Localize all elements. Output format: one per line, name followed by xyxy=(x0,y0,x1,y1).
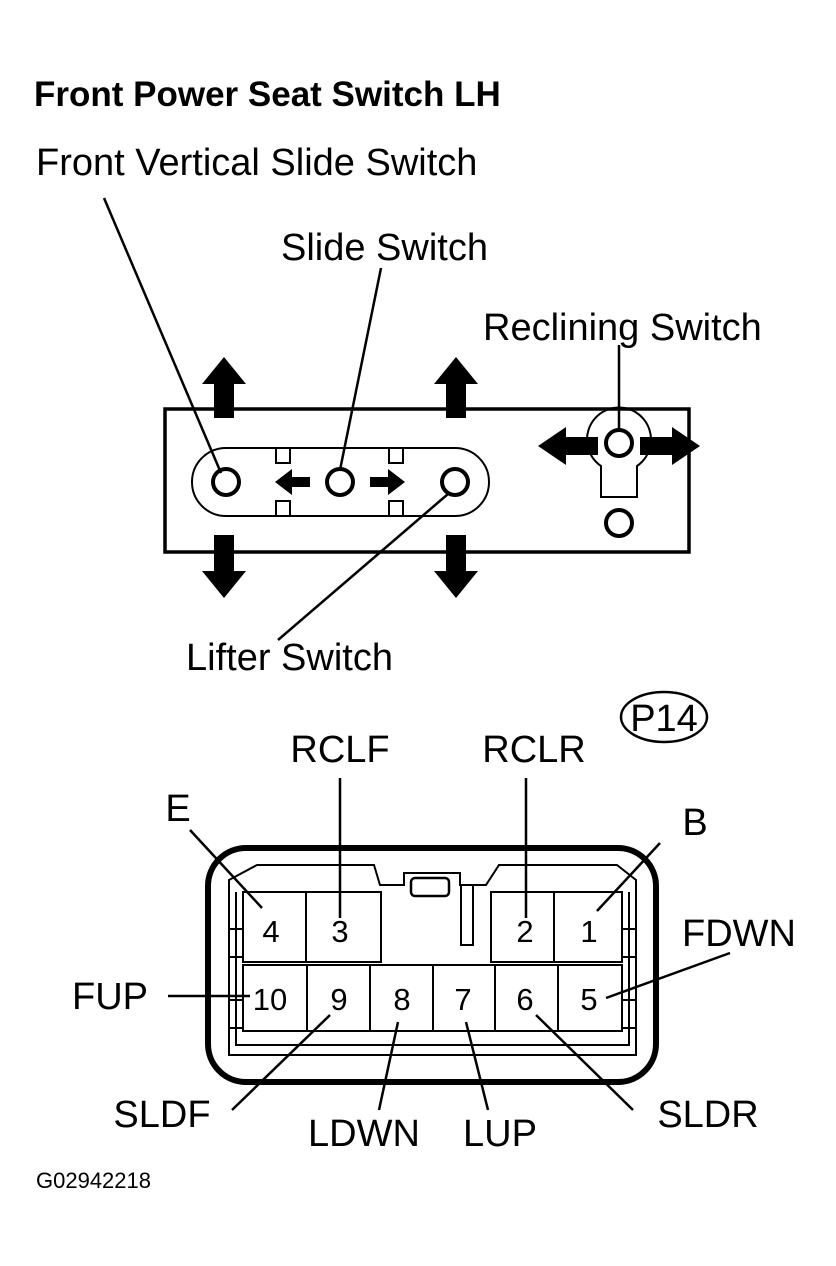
pin-number-5: 5 xyxy=(580,982,597,1017)
pin-number-8: 8 xyxy=(393,982,410,1017)
leader-line xyxy=(464,1021,490,1111)
switch-panel xyxy=(163,407,691,554)
up-arrow-icon xyxy=(434,357,478,418)
leader-line xyxy=(377,1021,400,1111)
leader-line xyxy=(535,1014,634,1111)
reclining-switch-label: Reclining Switch xyxy=(483,307,762,349)
leader-line xyxy=(605,951,731,1000)
lifter-switch-label: Lifter Switch xyxy=(186,637,393,679)
slide-switch-label: Slide Switch xyxy=(281,227,488,269)
figure-code: G02942218 xyxy=(36,1168,151,1193)
leader-line xyxy=(338,267,383,471)
pin-number-9: 9 xyxy=(330,982,347,1017)
lifter-knob xyxy=(440,467,470,497)
connector-id: P14 xyxy=(630,698,698,740)
pin-number-3: 3 xyxy=(331,914,348,949)
connector-id-badge xyxy=(619,690,709,744)
switch-knob-housing xyxy=(191,447,490,517)
pin-number-10: 10 xyxy=(253,982,287,1017)
connector-latch xyxy=(409,876,451,898)
leader-line xyxy=(277,493,449,641)
leader-line xyxy=(231,1014,331,1111)
signal-label-rclf: RCLF xyxy=(290,729,389,771)
signal-label-b: B xyxy=(682,802,707,844)
front-vertical-slide-knob xyxy=(211,467,241,497)
leader-line xyxy=(102,197,223,474)
up-arrow-icon xyxy=(202,357,246,418)
slide-knob xyxy=(325,467,355,497)
right-arrow-icon xyxy=(370,469,405,495)
down-arrow-icon xyxy=(202,535,246,598)
diagram-title: Front Power Seat Switch LH xyxy=(34,75,501,114)
signal-label-fup: FUP xyxy=(72,976,148,1018)
down-arrow-icon xyxy=(434,535,478,598)
signal-label-rclr: RCLR xyxy=(482,729,585,771)
leader-line xyxy=(596,842,661,912)
connector-key-slot xyxy=(460,884,474,946)
pin-number-1: 1 xyxy=(580,914,597,949)
leader-line xyxy=(189,829,263,909)
reclining-lower-hole xyxy=(604,508,634,538)
signal-label-ldwn: LDWN xyxy=(308,1113,420,1155)
left-arrow-icon xyxy=(275,469,310,495)
signal-label-fdwn: FDWN xyxy=(682,913,796,955)
pin-number-4: 4 xyxy=(262,914,279,949)
pin-number-6: 6 xyxy=(516,982,533,1017)
signal-label-sldr: SLDR xyxy=(657,1094,758,1136)
right-arrow-icon xyxy=(640,427,700,465)
signal-label-e: E xyxy=(165,788,190,830)
switch-assembly xyxy=(163,357,700,598)
reclining-knob xyxy=(604,428,634,458)
pin-number-7: 7 xyxy=(454,982,471,1017)
connector-shell xyxy=(205,845,659,1085)
pin-number-2: 2 xyxy=(516,914,533,949)
connector-p14: P14 4 3 2 1 10 9 8 7 6 5 xyxy=(205,690,709,1085)
left-arrow-icon xyxy=(538,427,598,465)
signal-label-sldf: SLDF xyxy=(113,1094,210,1136)
front-vertical-slide-switch-label: Front Vertical Slide Switch xyxy=(36,142,477,184)
signal-label-lup: LUP xyxy=(463,1113,537,1155)
